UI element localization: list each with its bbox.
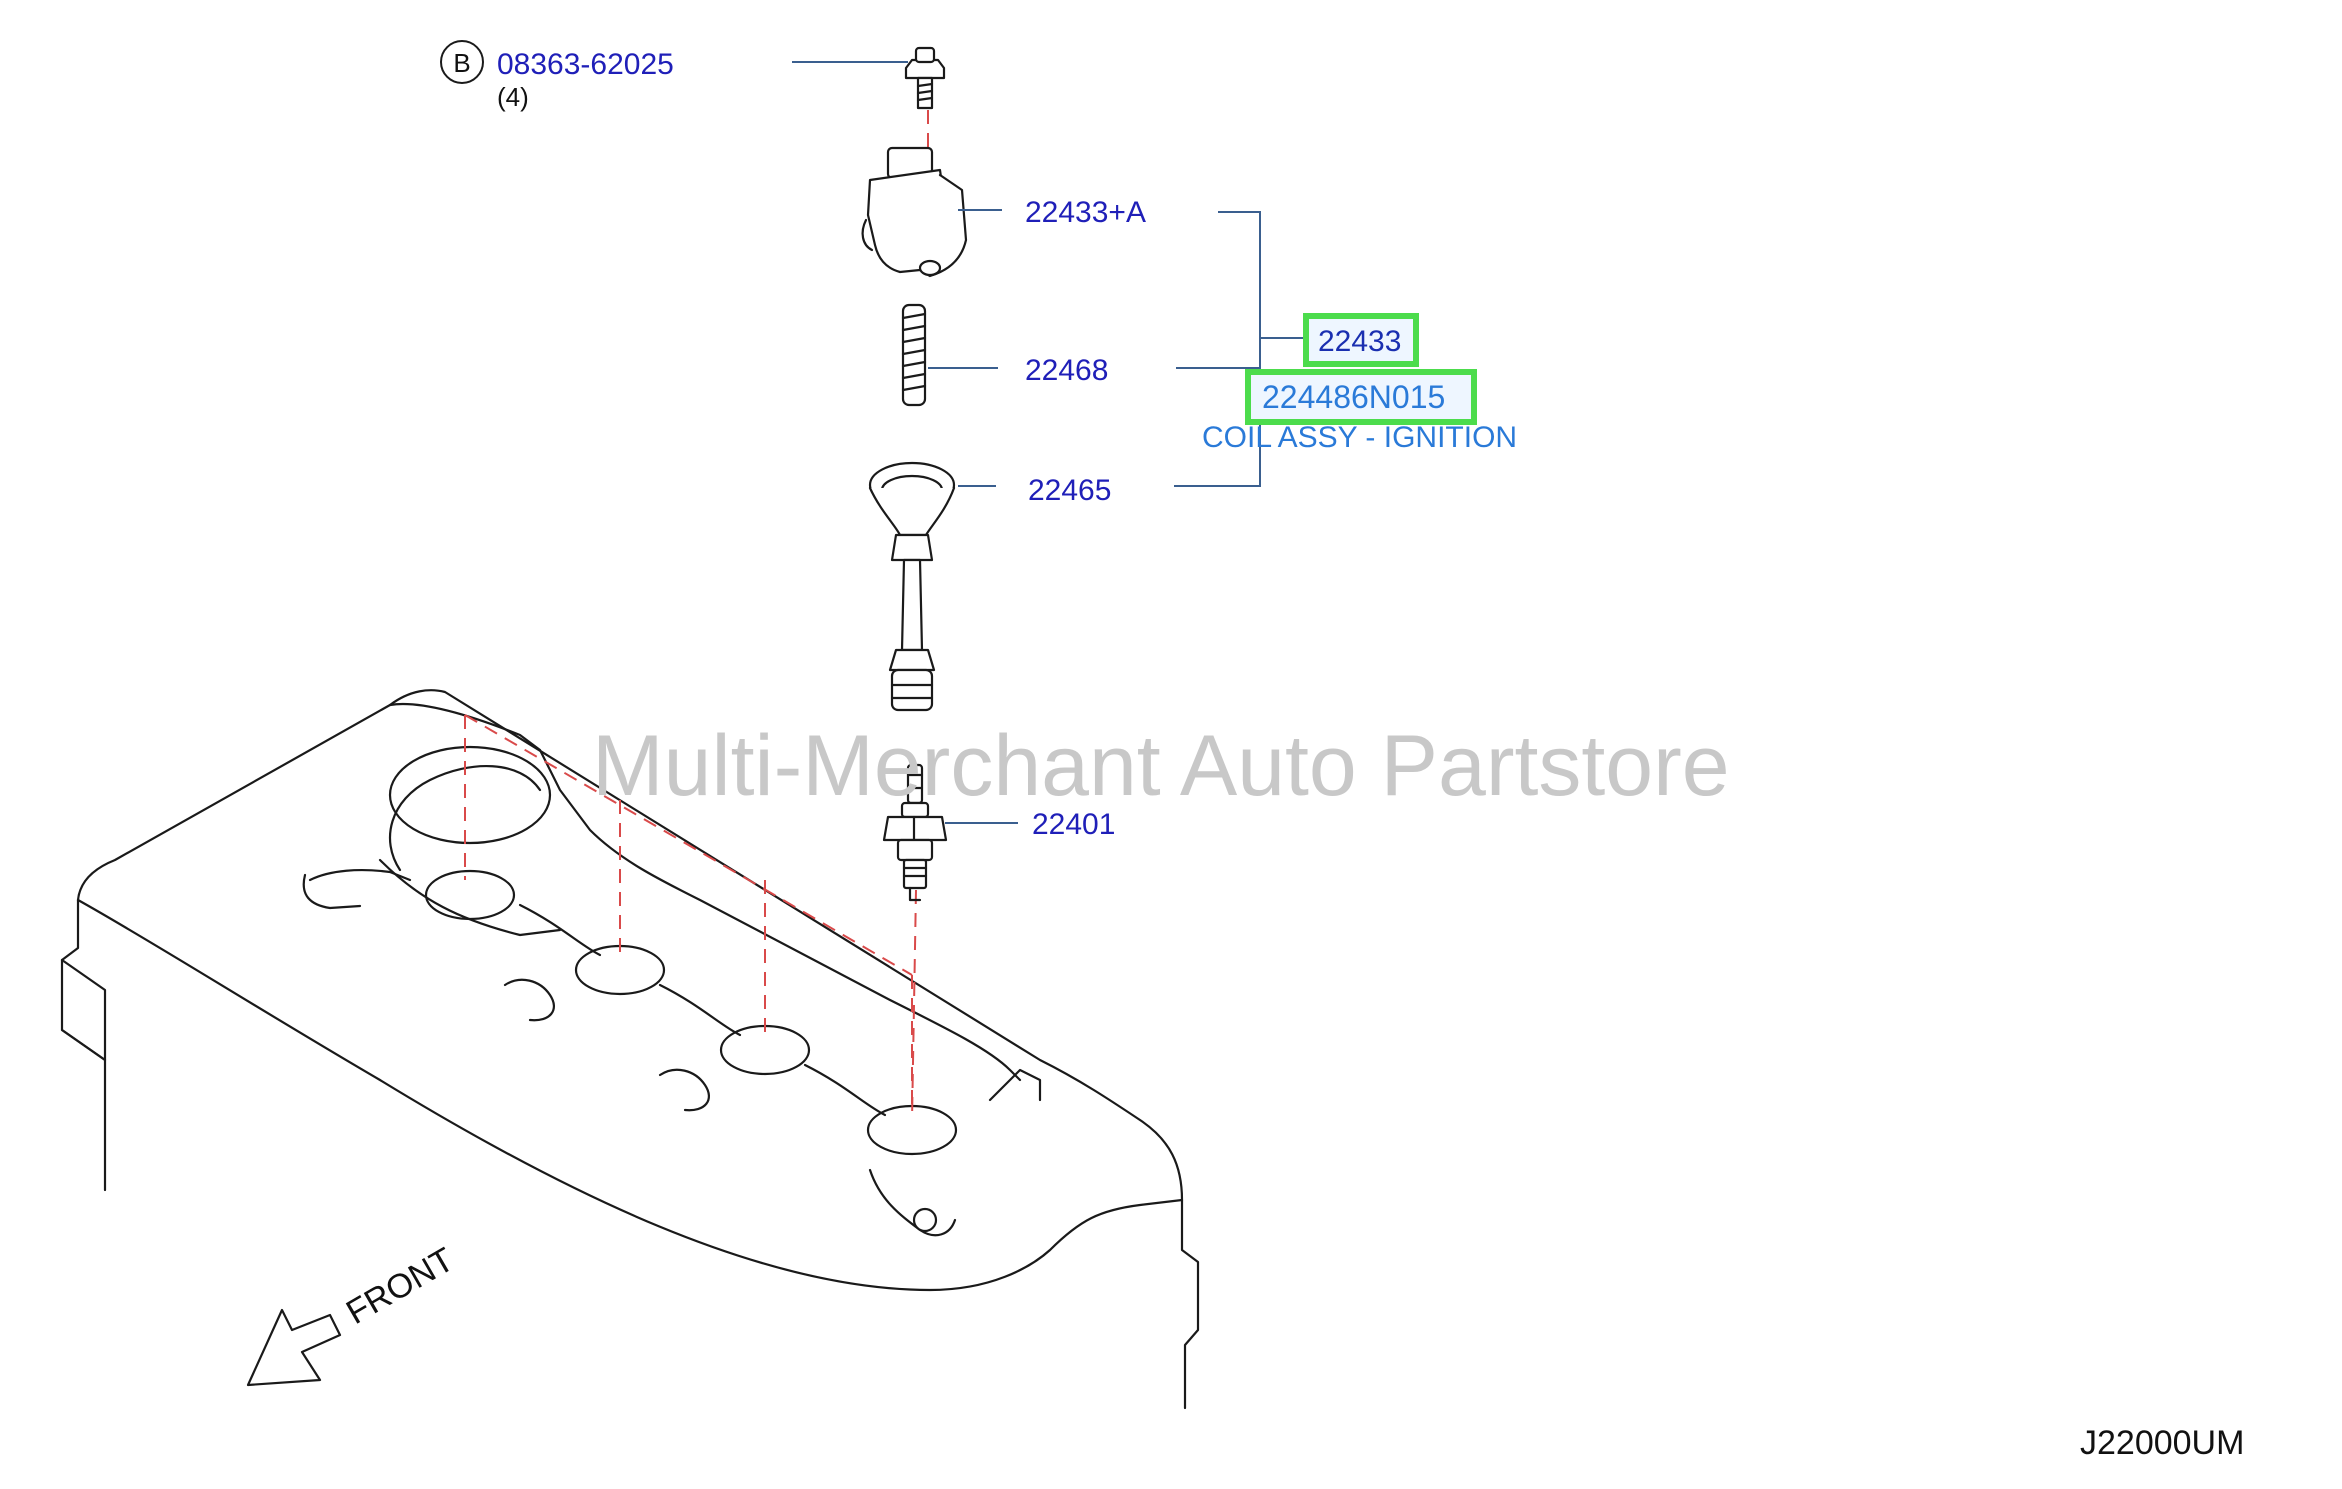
bolt-callout[interactable]: B 08363-62025 (4): [440, 40, 674, 112]
leader-lines: [792, 61, 1018, 824]
diagram-code: J22000UM: [2080, 1424, 2244, 1462]
callout-22401[interactable]: 22401: [1032, 808, 1115, 841]
assembly-group-number[interactable]: 22433: [1318, 325, 1401, 358]
assembly-bracket: [1174, 211, 1306, 487]
callout-22433-a[interactable]: 22433+A: [1025, 196, 1146, 229]
bolt-part-number[interactable]: 08363-62025: [497, 48, 674, 81]
cylinder-head-drawing: [60, 689, 1200, 1410]
assembly-highlight-group[interactable]: 22433 224486N015 COIL ASSY - IGNITION: [1202, 313, 1517, 454]
group-number-highlight: [1303, 313, 1419, 367]
assembly-part-number[interactable]: 224486N015: [1262, 379, 1445, 415]
front-arrow-icon: FRONT: [246, 1240, 460, 1387]
assembly-description: COIL ASSY - IGNITION: [1202, 421, 1517, 454]
bolt-part[interactable]: [904, 46, 946, 110]
callout-circle-letter: B: [453, 48, 470, 78]
watermark: Multi-Merchant Auto Partstore: [592, 718, 1730, 814]
ignition-coil-part[interactable]: [861, 146, 968, 278]
callout-circle: [440, 40, 484, 84]
callout-22468[interactable]: 22468: [1025, 354, 1108, 387]
part-number-highlight: [1245, 369, 1477, 425]
boot-part[interactable]: [868, 461, 956, 712]
front-label: FRONT: [340, 1240, 460, 1331]
spring-part[interactable]: [901, 303, 927, 407]
centerline-dashes: [464, 110, 929, 1121]
spark-plug-part[interactable]: [882, 763, 948, 902]
callout-22465[interactable]: 22465: [1028, 474, 1111, 507]
bolt-quantity: (4): [497, 82, 529, 112]
